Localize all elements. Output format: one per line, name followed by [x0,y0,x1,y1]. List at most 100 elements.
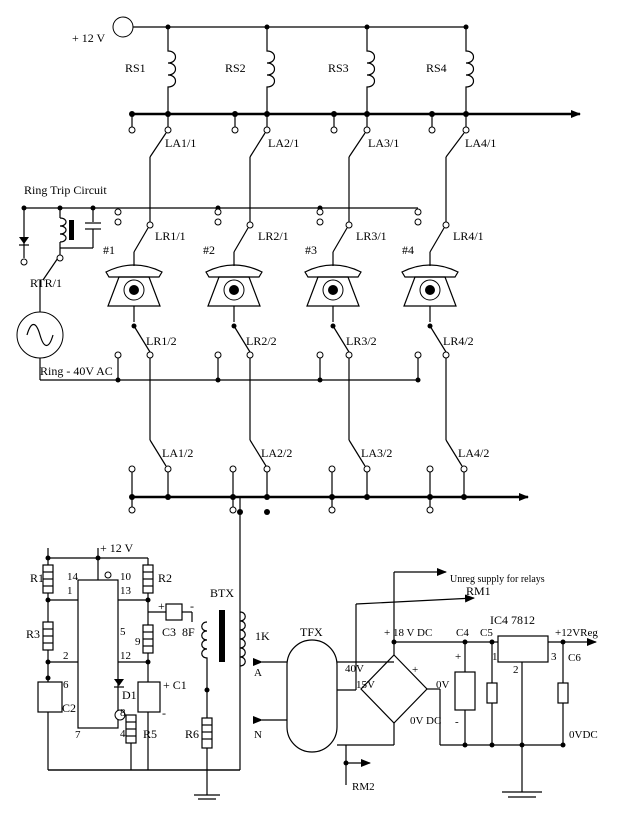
label-1k: 1K [255,629,270,643]
contact-label-la1-2: LA1/2 [162,446,193,460]
resistor-r6 [201,717,213,749]
contact-label-lr1-1: LR1/1 [155,229,186,243]
ring-bus-lower [40,377,421,383]
contact-label-lr4-2: LR4/2 [443,334,474,348]
power-supply: Unreg supply for relays RM1 TFX A N 40V … [253,568,598,798]
reg-pin-1: 1 [492,651,498,663]
phone-number-3: #3 [305,243,317,257]
supply-label: + 12 V [72,31,106,45]
label-rm2: RM2 [352,781,375,793]
label-tfx: TFX [300,625,323,639]
pin-7: 7 [75,729,81,741]
label-c5: C5 [480,627,493,639]
btx-transformer: BTX 1K [201,586,270,690]
label-40v: 40V [345,663,364,675]
capacitor-c6 [557,682,569,704]
contact-label-la4-1: LA4/1 [465,136,496,150]
c4-minus-mark: - [455,716,459,728]
contact-label-la2-2: LA2/2 [261,446,292,460]
telephones: LR1/1 LR2/1 LR3/1 LR4/1 #1 #2 #3 #4 [103,227,484,307]
label-0v: 0V [436,679,450,691]
pin-13: 13 [120,585,132,597]
label-c1: + C1 [163,678,187,692]
label-a: A [254,667,262,679]
telephone-icon [205,264,263,307]
capacitor-c1 [137,681,161,713]
capacitor-c5 [486,682,498,704]
c4-plus-mark: + [455,651,461,663]
contact-label-lr4-1: LR4/1 [453,229,484,243]
oscillator-circuit: + 12 V R1 R3 C2 R2 + C1 - [26,541,240,800]
contact-label-lr2-1: LR2/1 [258,229,289,243]
pin-1: 1 [67,585,73,597]
label-c3-extra: 8F [182,625,195,639]
osc-supply-label: + 12 V [100,541,134,555]
capacitor-c2 [37,681,63,713]
ic-chip [77,579,119,729]
ring-trip-title: Ring Trip Circuit [24,183,107,197]
c3-minus-mark: - [190,599,194,613]
rtr-contact-label: RTR/1 [30,276,62,290]
pin-14: 14 [67,571,79,583]
contact-label-la3-1: LA3/1 [368,136,399,150]
phone-number-4: #4 [402,243,414,257]
pin-4: 4 [120,728,126,740]
coil-label-rs3: RS3 [328,61,349,75]
supply-bus: + 12 V [72,16,469,45]
contact-label-lr3-2: LR3/2 [346,334,377,348]
label-c2: C2 [62,701,76,715]
label-0vdc: 0VDC [569,729,598,741]
contact-label-la2-1: LA2/1 [268,136,299,150]
ring-bus-upper [114,205,450,229]
diode-icon [19,237,29,244]
label-d1: D1 [122,688,137,702]
c1-minus-mark: - [162,706,166,720]
tfx-transformer [286,639,338,753]
label-18v: + 18 V DC [384,627,432,639]
capacitor-c3 [165,603,183,621]
label-c3: C3 [162,625,176,639]
contact-label-lr2-2: LR2/2 [246,334,277,348]
c3-plus-mark: + [158,599,165,613]
coil-label-rs2: RS2 [225,61,246,75]
supply-terminal [112,16,134,38]
diode-icon [114,679,124,686]
contact-label-la4-2: LA4/2 [458,446,489,460]
telephone-icon [304,264,362,307]
telephone-icon [105,264,163,307]
contact-label-la3-2: LA3/2 [361,446,392,460]
ring-trip-circuit: Ring Trip Circuit RTR/1 Ring - 40V AC [16,183,118,380]
label-c6: C6 [568,652,581,664]
label-12v-reg: +12VReg [555,627,598,639]
pin-12: 12 [120,650,131,662]
lr2-contacts: LR1/2 LR2/2 LR3/2 LR4/2 [114,306,474,440]
phone-number-2: #2 [203,243,215,257]
label-regulator: IC4 7812 [490,613,535,627]
label-r6: R6 [185,727,199,741]
upper-bus [129,110,581,118]
bridge-rectifier [360,654,428,724]
pin-2: 2 [63,650,69,662]
label-r5: R5 [143,727,157,741]
reg-pin-3: 3 [551,651,557,663]
phone-number-1: #1 [103,243,115,257]
pin-6: 6 [63,679,69,691]
pin-10: 10 [120,571,132,583]
label-r1: R1 [30,571,44,585]
pin-8: 8 [120,707,126,719]
label-r2: R2 [158,571,172,585]
ring-source-label: Ring - 40V AC [40,364,113,378]
unreg-note: Unreg supply for relays [450,574,545,585]
pin-5: 5 [120,626,126,638]
telephone-icon [401,264,459,307]
label-btx: BTX [210,586,234,600]
pin-9: 9 [135,636,141,648]
la1-contacts: LA1/1 LA2/1 LA3/1 LA4/1 [128,114,496,222]
contact-label-la1-1: LA1/1 [165,136,196,150]
la2-contacts: LA1/2 LA2/2 LA3/2 LA4/2 [128,439,489,497]
label-c4: C4 [456,627,469,639]
label-0v-dc: 0V DC [410,715,441,727]
label-r3: R3 [26,627,40,641]
coil-label-rs4: RS4 [426,61,447,75]
bridge-plus: + [412,664,418,676]
